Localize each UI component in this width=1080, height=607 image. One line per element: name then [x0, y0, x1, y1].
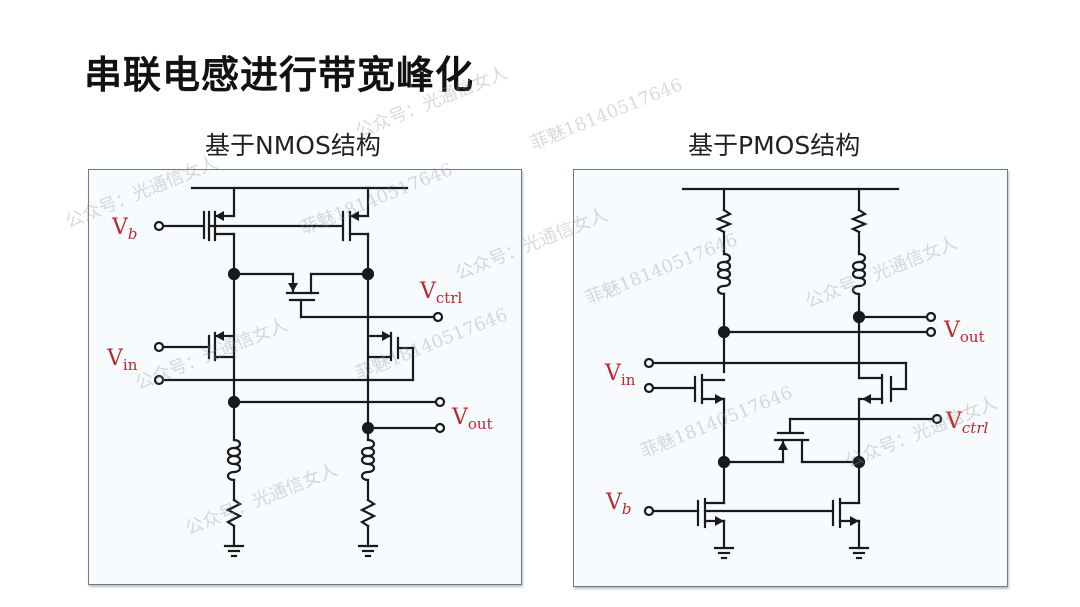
- pmos-vin-plus-terminal: [643, 357, 655, 369]
- nmos-vctrl-terminal: [432, 311, 444, 323]
- pmos-vout-plus-terminal: [925, 311, 937, 323]
- nmos-node-left: [227, 267, 241, 281]
- pmos-vin-label: Vin: [604, 361, 636, 389]
- nmos-vout-label: Vout: [451, 405, 493, 433]
- pmos-vctrl-label: Vctrl: [945, 409, 988, 437]
- nmos-vout-minus-terminal: [434, 422, 446, 434]
- pmos-vin-minus-terminal: [643, 382, 655, 394]
- nmos-vin-plus-terminal: [153, 341, 165, 353]
- pmos-control-mos: [722, 417, 935, 464]
- nmos-right-resistor: [359, 498, 377, 528]
- pmos-vb-label: Vb: [605, 490, 632, 518]
- pmos-vb-terminal: [643, 505, 655, 517]
- nmos-left-inductor: [226, 438, 242, 482]
- pmos-circuit: [643, 187, 943, 560]
- page-title: 串联电感进行带宽峰化: [84, 53, 475, 97]
- nmos-vout-plus-terminal: [434, 396, 446, 408]
- pmos-vctrl-terminal: [931, 413, 943, 425]
- pmos-right-resistor: [850, 208, 868, 234]
- nmos-circuit: [153, 186, 446, 558]
- pmos-right-inductor: [851, 252, 867, 296]
- pmos-left-resistor: [715, 208, 733, 234]
- nmos-left-resistor: [225, 498, 243, 528]
- pmos-left-tail-transistor: [696, 460, 735, 560]
- pmos-left-inductor: [716, 252, 732, 296]
- nmos-node-right: [361, 267, 375, 281]
- pmos-left-input-transistor: [651, 373, 726, 464]
- nmos-vctrl-label: Vctrl: [419, 279, 462, 307]
- nmos-left-pmos-load: [202, 186, 236, 402]
- nmos-right-pmos-load: [341, 186, 370, 430]
- nmos-vin-minus-terminal: [153, 374, 165, 386]
- nmos-subtitle: 基于NMOS结构: [205, 131, 381, 160]
- pmos-right-tail-transistor: [831, 460, 870, 560]
- nmos-vb-terminal: [153, 220, 165, 232]
- pmos-vout-label: Vout: [943, 318, 985, 346]
- nmos-right-inductor: [360, 438, 376, 482]
- pmos-vout-minus-terminal: [925, 326, 937, 338]
- nmos-left-input-transistor: [161, 331, 236, 362]
- pmos-panel: [573, 169, 1008, 587]
- pmos-subtitle: 基于PMOS结构: [688, 131, 861, 160]
- nmos-vin-label: Vin: [106, 346, 138, 374]
- nmos-control-mos: [232, 272, 436, 319]
- nmos-vb-label: Vb: [111, 215, 138, 243]
- nmos-right-input-transistor: [366, 331, 415, 382]
